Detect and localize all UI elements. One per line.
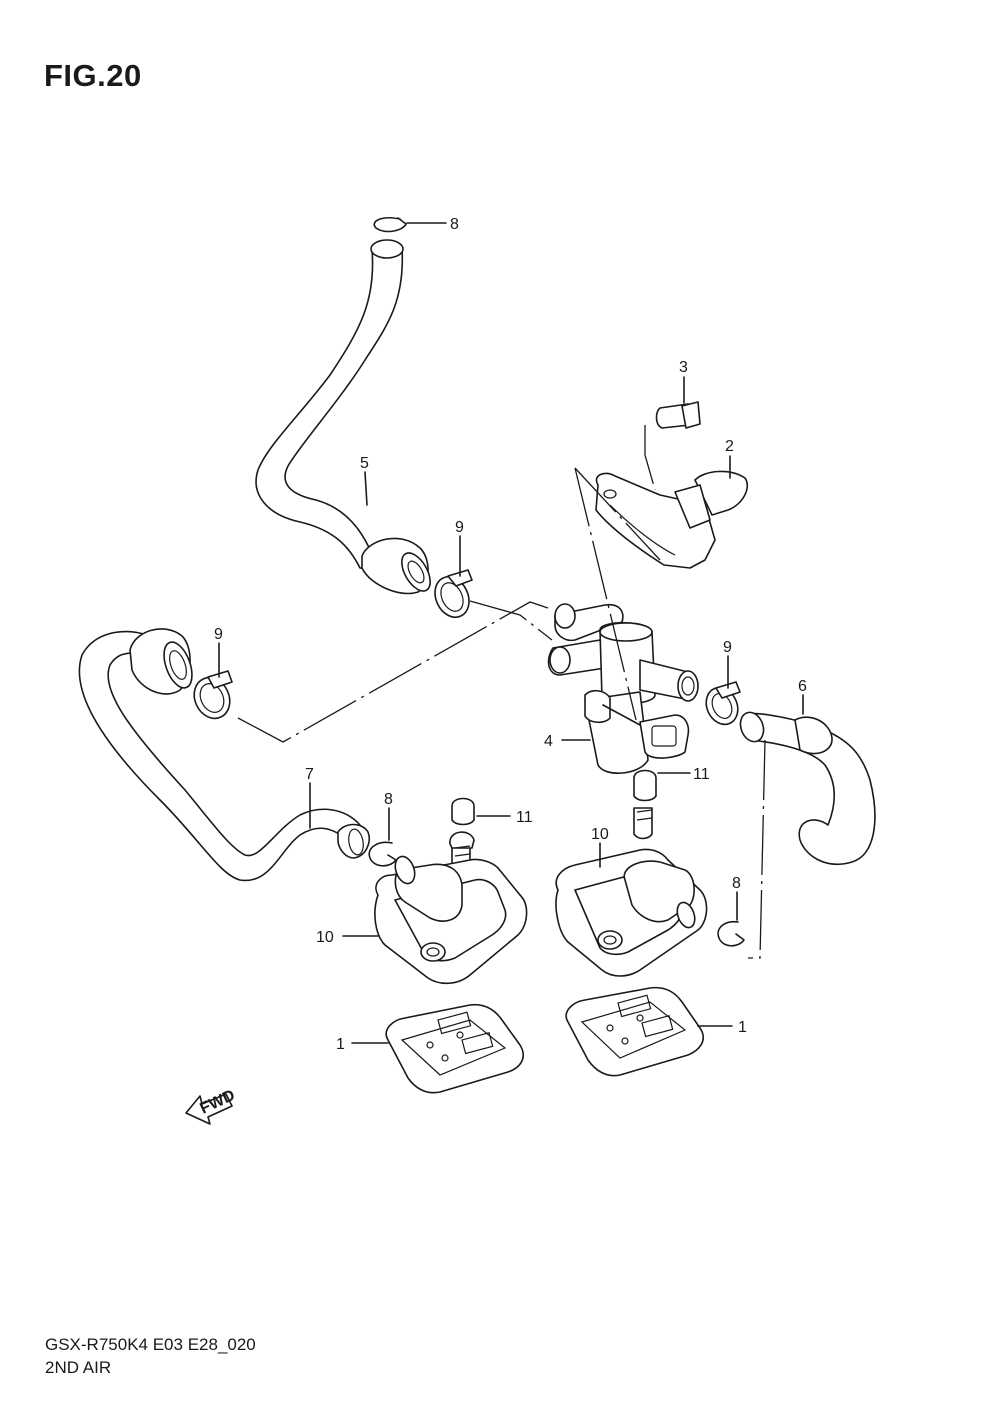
callout-6[interactable]: 6	[798, 678, 807, 695]
bracket-2[interactable]	[595, 470, 749, 569]
clip-8-top[interactable]	[373, 217, 407, 233]
callout-7[interactable]: 7	[305, 766, 314, 783]
callout-8-left[interactable]: 8	[384, 791, 393, 808]
clamp-9-c[interactable]	[700, 681, 743, 730]
callout-4[interactable]: 4	[544, 733, 553, 750]
clip-8-left[interactable]	[368, 841, 397, 867]
callout-1-left[interactable]: 1	[336, 1036, 345, 1053]
figure-footer: GSX-R750K4 E03 E28_020 2ND AIR	[45, 1333, 256, 1379]
bolt-3[interactable]	[655, 401, 701, 429]
callout-8-top[interactable]: 8	[450, 216, 459, 233]
hose-6[interactable]	[737, 709, 876, 865]
callout-5[interactable]: 5	[360, 455, 369, 472]
hose-7[interactable]	[78, 628, 370, 882]
callout-1-right[interactable]: 1	[738, 1019, 747, 1036]
callout-3[interactable]: 3	[679, 359, 688, 376]
fwd-arrow: FWD	[185, 1087, 238, 1125]
callout-11-right[interactable]: 11	[693, 766, 710, 783]
clamp-9-a[interactable]	[429, 569, 476, 623]
callout-9-left[interactable]: 9	[214, 626, 223, 643]
callout-9-upper[interactable]: 9	[455, 519, 464, 536]
clip-8-right[interactable]	[717, 920, 745, 947]
hose-5[interactable]	[255, 239, 436, 596]
cover-10-right[interactable]	[555, 848, 708, 977]
callout-10-right[interactable]: 10	[591, 826, 609, 843]
figure-title: FIG.20	[44, 58, 142, 93]
gasket-1-right[interactable]	[565, 986, 704, 1077]
section-name: 2ND AIR	[45, 1358, 112, 1377]
callout-10-left[interactable]: 10	[316, 929, 334, 946]
gasket-1-left[interactable]	[385, 1003, 524, 1094]
clamp-9-b[interactable]	[188, 670, 237, 724]
model-code: GSX-R750K4 E03 E28_020	[45, 1335, 256, 1354]
callout-11-left[interactable]: 11	[516, 809, 533, 826]
cover-10-left[interactable]	[374, 854, 528, 985]
valve-4[interactable]	[547, 603, 699, 775]
callout-2[interactable]: 2	[725, 438, 734, 455]
bolt-11-right[interactable]	[633, 769, 657, 840]
callout-8-right[interactable]: 8	[732, 875, 741, 892]
assembly-lines	[237, 425, 766, 959]
leader-lines	[218, 222, 804, 1044]
callouts: 8 3 2 5 9 9 9 6 4 7 8 11 11 10 10 8 1 1	[214, 216, 807, 1053]
callout-9-right[interactable]: 9	[723, 639, 732, 656]
